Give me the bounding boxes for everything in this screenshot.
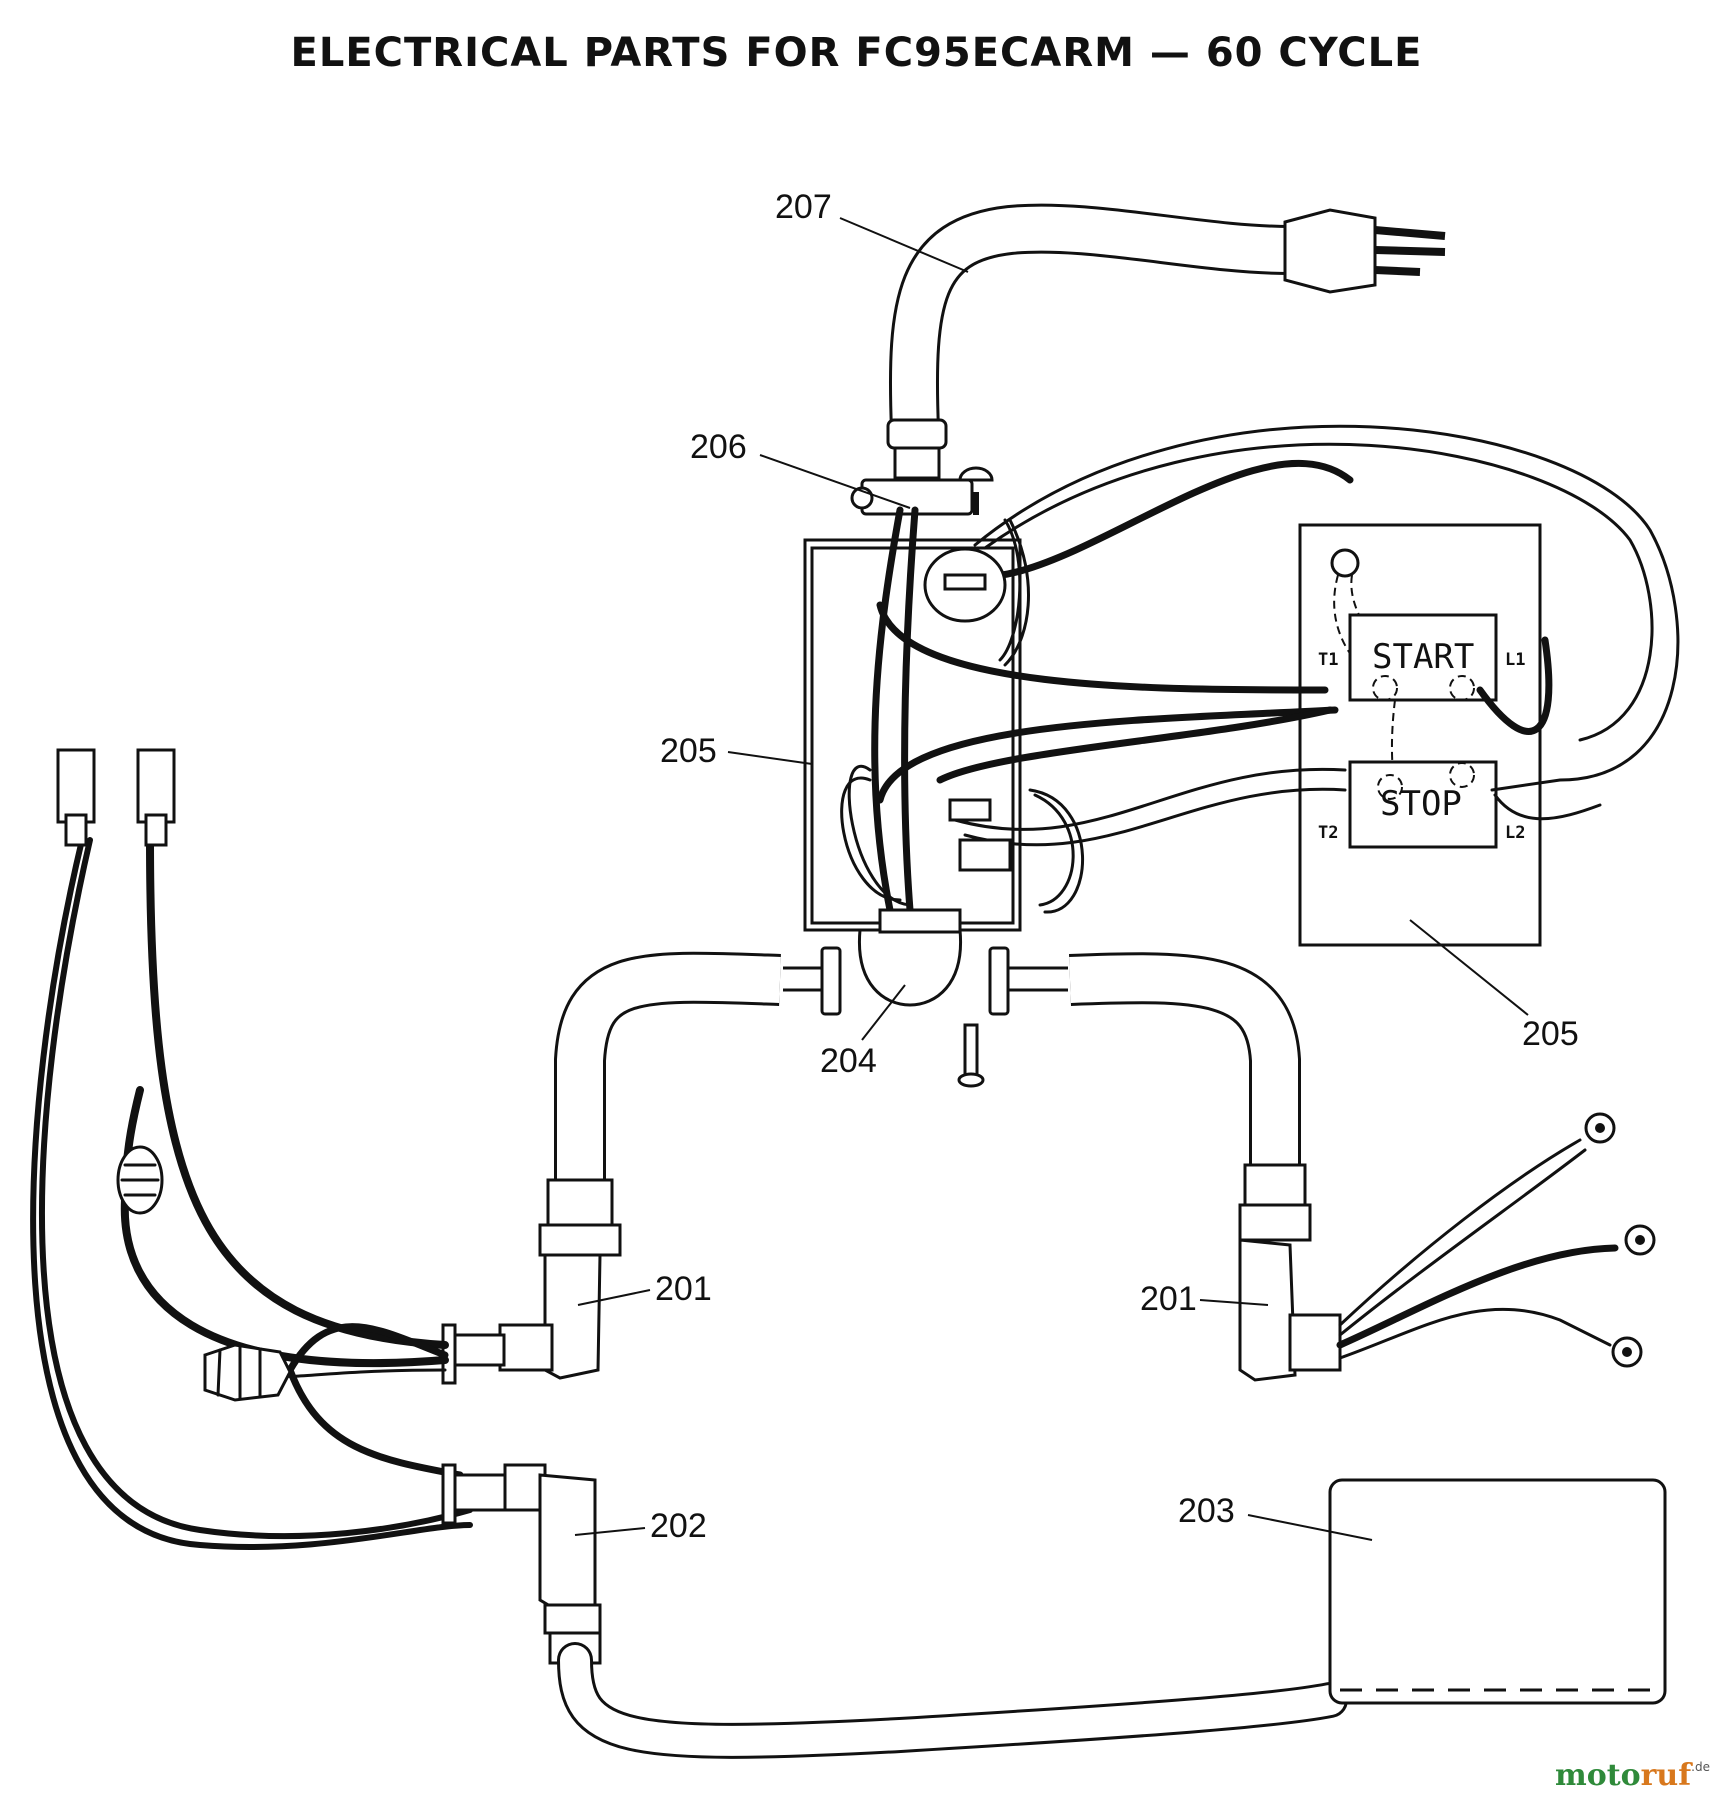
- left-leads: [30, 836, 473, 1550]
- capacitor-plug: [203, 1343, 292, 1402]
- diagram-title: ELECTRICAL PARTS FOR FC95ECARM — 60 CYCL…: [290, 30, 1423, 76]
- power-cord-207: [888, 203, 1446, 455]
- stop-label: STOP: [1380, 784, 1462, 824]
- switch-panel-205: START STOP T1 L1 T2 L2: [1298, 523, 1542, 947]
- wire-nut: [116, 1145, 164, 1215]
- spade-connectors: [56, 748, 176, 847]
- callout-205-switch: 205: [1522, 1015, 1579, 1053]
- callout-205-box: 205: [660, 732, 717, 770]
- stop-button[interactable]: STOP: [1348, 760, 1498, 849]
- start-label: START: [1372, 637, 1474, 677]
- callout-201-left: 201: [655, 1270, 712, 1308]
- callout-207: 207: [775, 188, 832, 226]
- plug-icon: [1283, 208, 1446, 294]
- callout-201-right: 201: [1140, 1280, 1197, 1318]
- connector-201-right[interactable]: [1238, 1163, 1342, 1382]
- hose-left: [554, 951, 781, 1190]
- callout-204: 204: [820, 1042, 877, 1080]
- strain-relief-206: [850, 418, 994, 516]
- callout-202: 202: [650, 1507, 707, 1545]
- box-internal-wiring: [840, 506, 1084, 914]
- terminal-l1: L1: [1505, 650, 1525, 670]
- connector-202[interactable]: [441, 1463, 602, 1665]
- hose-right: [1069, 952, 1301, 1165]
- capacitor-box-203: [1328, 1478, 1667, 1705]
- terminal-t2: T2: [1318, 823, 1338, 843]
- watermark: motoruf.de: [1555, 1758, 1710, 1793]
- connector-201-left[interactable]: [441, 1178, 622, 1385]
- start-button[interactable]: START: [1348, 613, 1498, 702]
- switch-wires: [876, 424, 1680, 847]
- cord-to-203: [557, 1642, 1348, 1759]
- callout-203: 203: [1178, 1492, 1235, 1530]
- ring-terminals: [1336, 1112, 1656, 1368]
- callout-206: 206: [690, 428, 747, 466]
- terminal-l2: L2: [1505, 823, 1525, 843]
- watermark-text: motoruf.de: [1555, 1758, 1710, 1793]
- terminal-t1: T1: [1318, 650, 1338, 670]
- grommet-204: [783, 908, 1068, 1088]
- callouts: 207 206 205 204 205 201 201 202 203: [574, 188, 1579, 1545]
